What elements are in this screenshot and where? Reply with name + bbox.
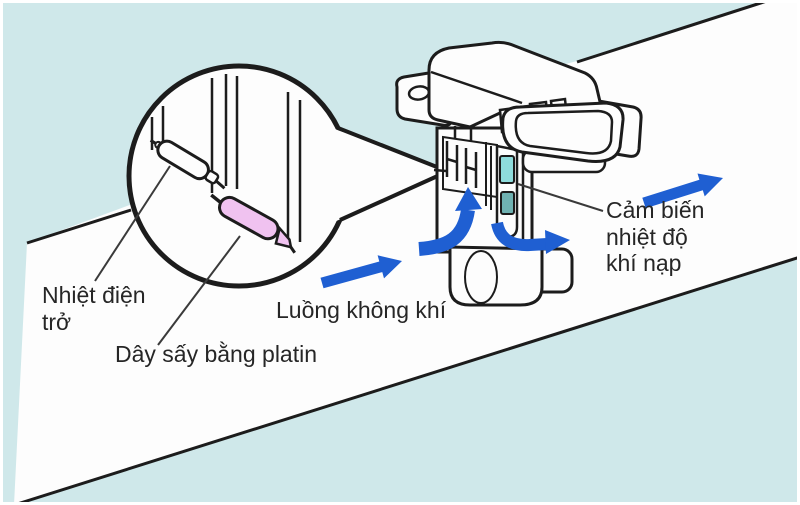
wedge-apex-tick (433, 168, 447, 173)
air-flow-label: Luồng không khí (276, 297, 447, 323)
intake-air-temp-sensor-label: Cảm biến nhiệt độ khí nạp (606, 197, 705, 277)
hot-wire-element (210, 193, 296, 254)
air-flow-arrow-bypass-up-head (455, 187, 482, 211)
measuring-window (442, 135, 498, 199)
thermistor-element (149, 139, 226, 190)
iat-sensor-leader-line (517, 183, 604, 212)
hot-wire-label: Dây sấy bằng platin (115, 341, 318, 367)
thermistor-label: Nhiệt điện trở (42, 282, 146, 335)
magnifier-wedge (332, 126, 443, 222)
air-flow-arrow-outlet (642, 173, 723, 209)
air-flow-arrow-inlet (320, 255, 402, 289)
airflow-arrows (320, 173, 723, 289)
air-flow-arrow-bypass-out-shaft (491, 221, 548, 252)
connector (498, 97, 625, 174)
maf-sensor (395, 40, 643, 307)
air-flow-arrow-bypass-out-head (545, 230, 570, 254)
magnifier-circle (94, 63, 443, 346)
thermistor-leader-line (94, 165, 171, 282)
air-flow-arrow-bypass-up-shaft (418, 208, 475, 256)
hot-wire-leader-line (157, 235, 241, 346)
intake-air-temp-sensor-element (485, 142, 519, 239)
